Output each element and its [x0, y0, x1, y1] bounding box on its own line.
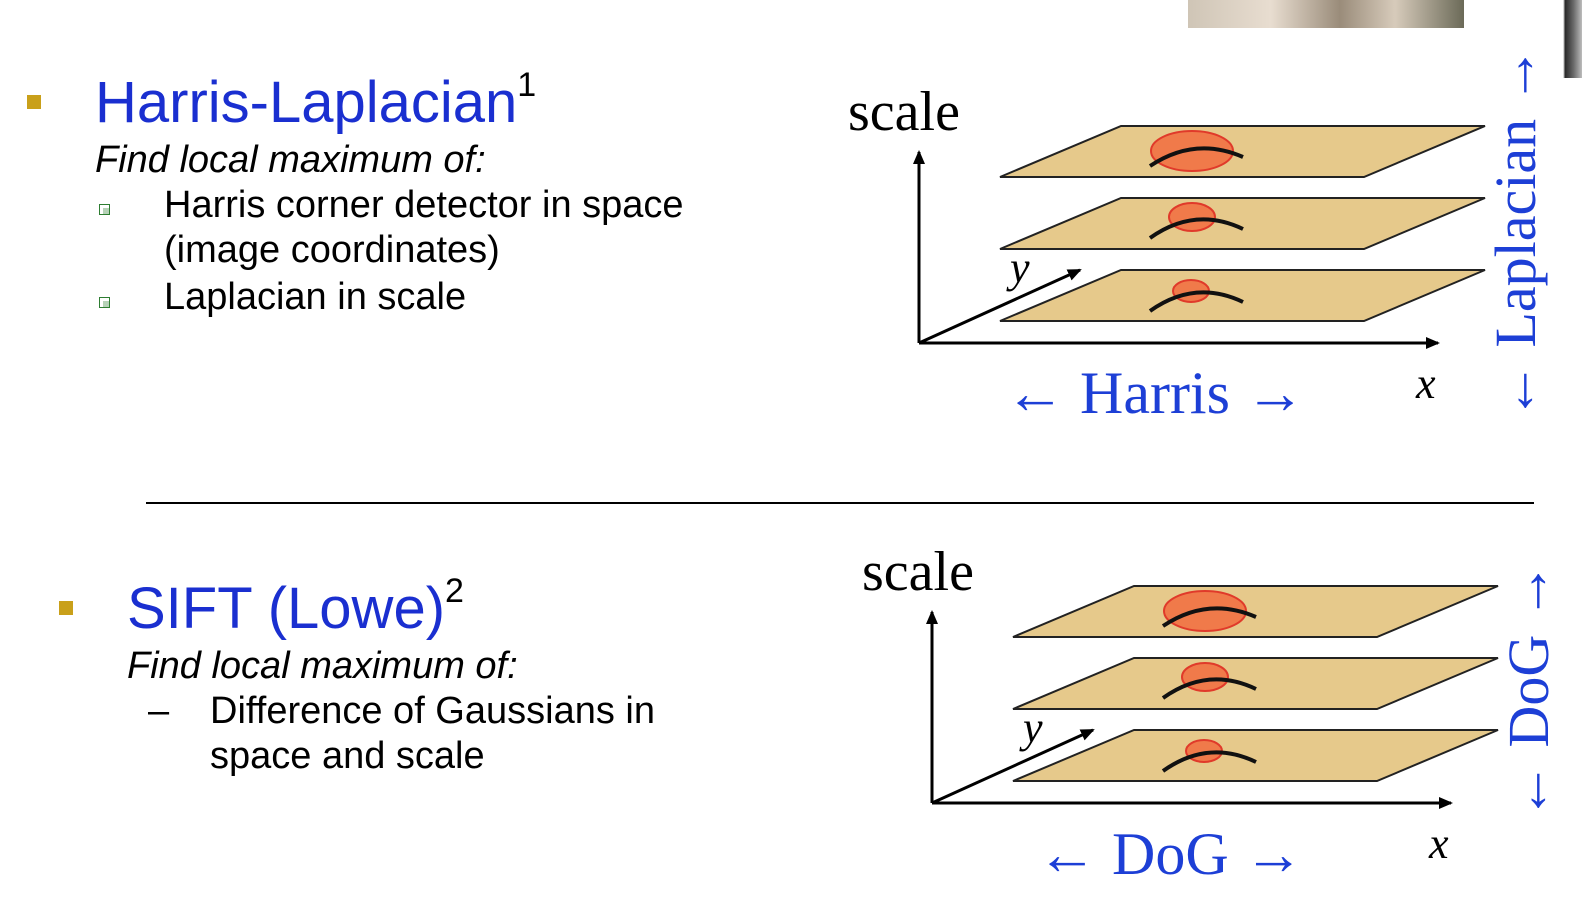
- dog-scale-range-label: ← DoG →: [1496, 562, 1561, 820]
- scale-plane-middle: [1012, 657, 1499, 710]
- title-text: Harris-Laplacian: [95, 70, 518, 135]
- detection-blob-medium: [1181, 662, 1229, 692]
- section-divider: [146, 502, 1534, 504]
- section-title: Harris-Laplacian1: [95, 68, 536, 132]
- blob-curve: [1161, 606, 1257, 628]
- blob-curve: [1161, 677, 1257, 700]
- detection-blob-medium: [1168, 202, 1216, 232]
- corner-curve: [1148, 146, 1244, 168]
- bullet-square-icon: [27, 95, 41, 109]
- blob-curve: [1161, 750, 1257, 773]
- title-text: SIFT (Lowe): [127, 576, 446, 641]
- scale-axis-label: scale: [848, 81, 960, 143]
- scale-plane-top: [999, 125, 1486, 178]
- y-axis: [918, 268, 1082, 345]
- section-subtitle: Find local maximum of:: [127, 645, 518, 687]
- y-axis-label: y: [1006, 243, 1030, 292]
- checkbox-bullet-icon: [99, 297, 110, 308]
- checkbox-bullet-icon: [99, 204, 110, 215]
- scale-plane-top: [1012, 585, 1499, 638]
- harris-range-label: ← Harris →: [1005, 360, 1305, 426]
- title-superscript: 2: [445, 572, 464, 610]
- scale-plane-bottom: [1012, 729, 1499, 782]
- list-item: Laplacian in scale: [164, 276, 467, 318]
- x-axis-label: x: [1415, 359, 1436, 408]
- harris-laplacian-diagram: [913, 125, 1486, 349]
- scale-plane-bottom: [999, 269, 1486, 322]
- title-superscript: 1: [517, 66, 537, 104]
- sift-dog-diagram: [926, 585, 1499, 809]
- section-title: SIFT (Lowe)2: [127, 574, 464, 638]
- photo-fragment: [1188, 0, 1464, 28]
- x-axis-label: x: [1428, 819, 1449, 868]
- scale-plane-middle: [999, 197, 1486, 250]
- list-item-continuation: (image coordinates): [164, 229, 500, 271]
- laplacian-range-label: ← Laplacian →: [1483, 46, 1548, 420]
- list-item: Difference of Gaussians in: [210, 690, 655, 732]
- y-axis-label: y: [1019, 703, 1043, 752]
- photo-fragment-right: [1540, 0, 1582, 78]
- scale-axis-label: scale: [862, 541, 974, 603]
- dash-bullet: –: [148, 690, 170, 732]
- list-item-continuation: space and scale: [210, 735, 485, 777]
- dog-range-label: ← DoG →: [1037, 821, 1304, 887]
- bullet-square-icon: [59, 601, 73, 615]
- y-axis: [931, 728, 1095, 805]
- section-subtitle: Find local maximum of:: [95, 139, 486, 181]
- corner-curve: [1148, 290, 1244, 313]
- list-item: Harris corner detector in space: [164, 184, 684, 226]
- corner-curve: [1148, 217, 1244, 240]
